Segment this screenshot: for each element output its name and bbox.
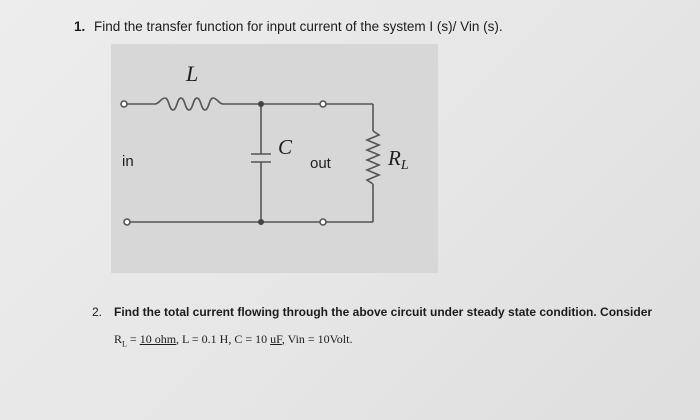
load-resistor-label: RL <box>387 146 409 173</box>
question-1-text: Find the transfer function for input cur… <box>94 19 503 34</box>
question-1-number: 1. <box>74 19 86 34</box>
question-2: 2. Find the total current flowing through… <box>92 305 652 319</box>
inductor-coil <box>154 97 224 111</box>
circuit-figure: L C in out RL <box>111 44 438 273</box>
rl-subscript: L <box>122 339 127 349</box>
c-unit: uF <box>270 332 282 346</box>
l-c-values: , L = 0.1 H, C = 10 <box>176 332 271 346</box>
inductor-label: L <box>185 61 198 86</box>
load-label-sub: L <box>400 158 409 173</box>
capacitor-label: C <box>278 135 293 159</box>
rl-value: 10 ohm <box>139 332 177 346</box>
load-resistor <box>364 130 382 185</box>
output-bottom-terminal <box>319 218 327 226</box>
input-top-terminal <box>120 100 128 108</box>
output-top-terminal <box>319 100 327 108</box>
rl-equals: = <box>126 332 140 346</box>
input-bottom-terminal <box>123 218 131 226</box>
input-label: in <box>122 153 134 170</box>
vin-value: , Vin = 10Volt. <box>281 332 353 346</box>
question-2-number: 2. <box>92 305 103 319</box>
rl-prefix: R <box>114 332 123 346</box>
top-junction-dot <box>258 101 264 107</box>
output-label: out <box>310 155 332 172</box>
circuit-diagram: L C in out RL <box>120 61 409 226</box>
load-label-main: R <box>387 146 401 170</box>
bottom-junction-dot <box>258 219 264 225</box>
question-1: 1. Find the transfer function for input c… <box>74 19 503 34</box>
question-2-given-values: RL = 10 ohm, L = 0.1 H, C = 10 uF, Vin =… <box>114 332 352 348</box>
question-2-text: Find the total current flowing through t… <box>114 305 653 319</box>
